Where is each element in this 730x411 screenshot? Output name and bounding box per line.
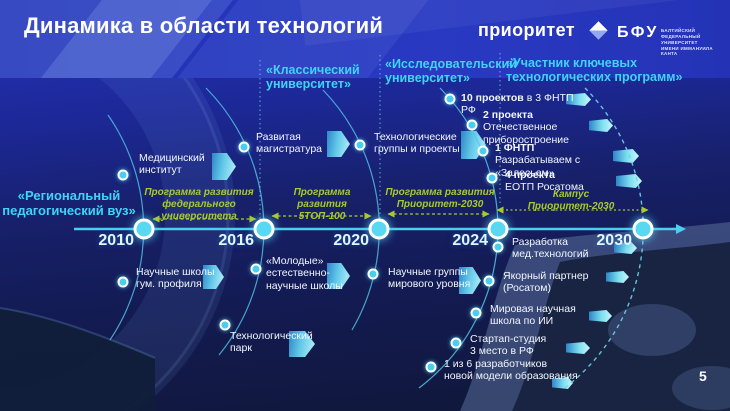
program-label-0: Программа развития федерального универси… bbox=[144, 187, 254, 222]
year-label-2020: 2020 bbox=[333, 232, 369, 249]
milestone-anchor-partner: Якорный партнер (Росатом) bbox=[503, 270, 589, 295]
stage-label-research: «Исследовательский университет» bbox=[385, 57, 517, 86]
milestone-world-groups: Научные группы мирового уровня bbox=[388, 266, 471, 291]
milestone-young-schools: «Молодые» естественно- научные школы bbox=[266, 255, 343, 292]
priority-diamond-icon bbox=[589, 21, 608, 40]
priority-logo: приоритет bbox=[478, 20, 575, 40]
milestone-tech-groups: Технологические группы и проекты bbox=[374, 131, 460, 156]
program-label-2: Программа развития Приоритет-2030 bbox=[385, 187, 495, 210]
milestone-science-schools: Научные школы гум. профиля bbox=[136, 266, 215, 291]
year-label-2016: 2016 bbox=[218, 232, 254, 249]
milestone-magistracy: Развитая магистратура bbox=[256, 131, 322, 156]
milestone-startup-studio: Стартап-студия 3 место в РФ bbox=[470, 333, 547, 358]
bfu-logo-caption: БАЛТИЙСКИЙ ФЕДЕРАЛЬНЫЙ УНИВЕРСИТЕТ ИМЕНИ… bbox=[661, 28, 713, 57]
stage-label-classical: «Классический университет» bbox=[266, 63, 360, 92]
year-label-2024: 2024 bbox=[452, 232, 488, 249]
bfu-logo: БФУ bbox=[617, 24, 659, 41]
milestone-ai-school: Мировая научная школа по ИИ bbox=[490, 303, 576, 328]
milestone-med-tech: Разработка мед.технологий bbox=[512, 236, 589, 261]
milestone-education-model: 1 из 6 разработчиков новой модели образо… bbox=[444, 358, 578, 383]
slide-title: Динамика в области технологий bbox=[24, 13, 384, 38]
milestone-medical-institute: Медицинский институт bbox=[139, 152, 205, 177]
header-band bbox=[0, 0, 730, 78]
program-label-1: Программа развития 5ТОП-100 bbox=[293, 187, 351, 222]
stage-label-regional: «Региональный педагогический вуз» bbox=[2, 188, 136, 218]
page-number: 5 bbox=[699, 368, 707, 384]
stage-label-keyprograms: «Участник ключевых технологических прогр… bbox=[506, 56, 683, 85]
milestone-tech-park: Технологический парк bbox=[230, 330, 313, 355]
year-label-2010: 2010 bbox=[98, 232, 134, 249]
